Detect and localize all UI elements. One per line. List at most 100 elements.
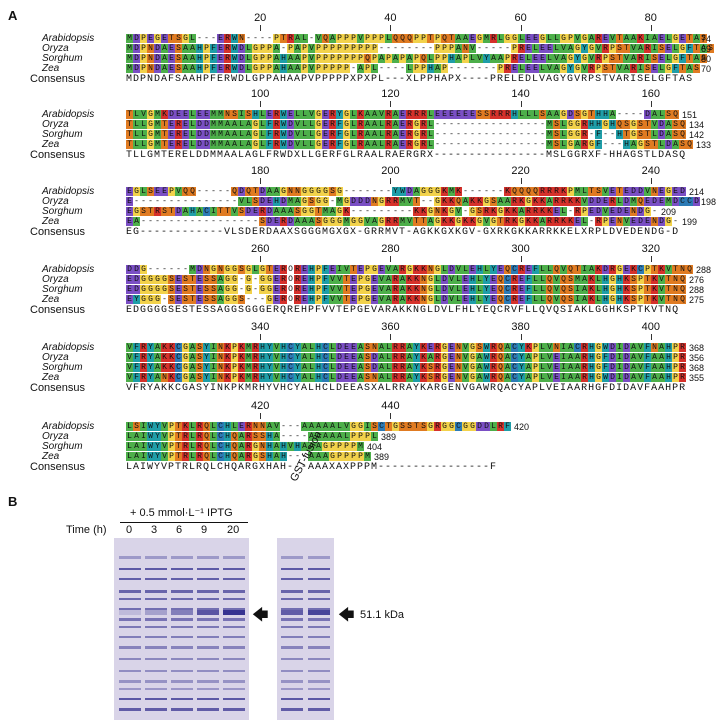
- residue: S: [553, 120, 560, 129]
- residue: A: [392, 54, 399, 63]
- protein-band: [145, 590, 167, 593]
- residue: R: [245, 432, 252, 441]
- residue: R: [581, 363, 588, 372]
- residue: S: [210, 275, 217, 284]
- residue: H: [259, 373, 266, 382]
- residue: V: [329, 295, 336, 304]
- residue: -: [308, 34, 315, 43]
- residue: -: [175, 265, 182, 274]
- residue: R: [245, 442, 252, 451]
- residue: Q: [231, 187, 238, 196]
- residue: K: [560, 187, 567, 196]
- protein-band: [223, 708, 245, 711]
- residue: D: [238, 187, 245, 196]
- residue: A: [329, 207, 336, 216]
- residue: -: [511, 140, 518, 149]
- residue: G: [595, 363, 602, 372]
- residue: -: [203, 217, 210, 226]
- residue: R: [406, 130, 413, 139]
- residue: T: [588, 110, 595, 119]
- residue: -: [350, 187, 357, 196]
- residue: R: [511, 197, 518, 206]
- residue: R: [504, 217, 511, 226]
- residue: E: [217, 34, 224, 43]
- residue: H: [469, 295, 476, 304]
- protein-band: [197, 698, 219, 700]
- residue: S: [168, 295, 175, 304]
- residue: P: [322, 64, 329, 73]
- residue: G: [147, 140, 154, 149]
- residue: G: [343, 120, 350, 129]
- residue: -: [539, 140, 546, 149]
- residue: A: [560, 54, 567, 63]
- residue: A: [245, 120, 252, 129]
- residue: H: [280, 373, 287, 382]
- residue: A: [182, 54, 189, 63]
- protein-band: [308, 626, 330, 628]
- residue: V: [308, 64, 315, 73]
- species-label: Zea: [42, 451, 60, 462]
- residue: E: [602, 34, 609, 43]
- residue: G: [448, 207, 455, 216]
- residue: Q: [546, 275, 553, 284]
- residue: T: [168, 207, 175, 216]
- residue: -: [497, 120, 504, 129]
- residue: Y: [483, 295, 490, 304]
- residue: S: [259, 452, 266, 461]
- residue: A: [308, 217, 315, 226]
- residue: V: [623, 54, 630, 63]
- residue: L: [560, 207, 567, 216]
- residue: A: [245, 140, 252, 149]
- residue: V: [357, 34, 364, 43]
- residue: P: [343, 442, 350, 451]
- residue: R: [357, 120, 364, 129]
- panel-b-letter: B: [8, 494, 18, 509]
- protein-band: [223, 568, 245, 570]
- residue: L: [434, 295, 441, 304]
- residue: V: [308, 110, 315, 119]
- residue: K: [651, 295, 658, 304]
- protein-band: [308, 556, 330, 559]
- residue: S: [574, 110, 581, 119]
- residue: R: [602, 44, 609, 53]
- residue: R: [280, 295, 287, 304]
- residue: L: [427, 110, 434, 119]
- protein-band: [281, 568, 303, 570]
- residue: V: [651, 120, 658, 129]
- residue: G: [147, 110, 154, 119]
- residue: G: [315, 140, 322, 149]
- residue: V: [560, 44, 567, 53]
- residue: P: [672, 343, 679, 352]
- residue: L: [126, 442, 133, 451]
- protein-band: [171, 618, 193, 621]
- ruler-position-label: 200: [381, 165, 400, 177]
- residue: -: [462, 120, 469, 129]
- residue: T: [266, 265, 273, 274]
- residue: T: [175, 422, 182, 431]
- residue: G: [469, 373, 476, 382]
- residue: D: [637, 207, 644, 216]
- residue: T: [189, 295, 196, 304]
- sequence-end-position: 404: [367, 442, 383, 452]
- residue: -: [469, 187, 476, 196]
- residue: A: [455, 34, 462, 43]
- sequence-end-position: 356: [689, 353, 705, 363]
- residue: K: [224, 343, 231, 352]
- residue: R: [546, 217, 553, 226]
- residue: L: [189, 442, 196, 451]
- residue: H: [665, 343, 672, 352]
- residue: V: [602, 187, 609, 196]
- residue: A: [182, 64, 189, 73]
- residue: I: [210, 343, 217, 352]
- residue: L: [385, 353, 392, 362]
- residue: S: [665, 110, 672, 119]
- residue: H: [616, 285, 623, 294]
- residue: P: [336, 44, 343, 53]
- residue: G: [252, 44, 259, 53]
- residue: R: [252, 353, 259, 362]
- residue: T: [623, 130, 630, 139]
- residue: R: [420, 110, 427, 119]
- residue: A: [392, 110, 399, 119]
- residue: N: [672, 285, 679, 294]
- residue: P: [266, 54, 273, 63]
